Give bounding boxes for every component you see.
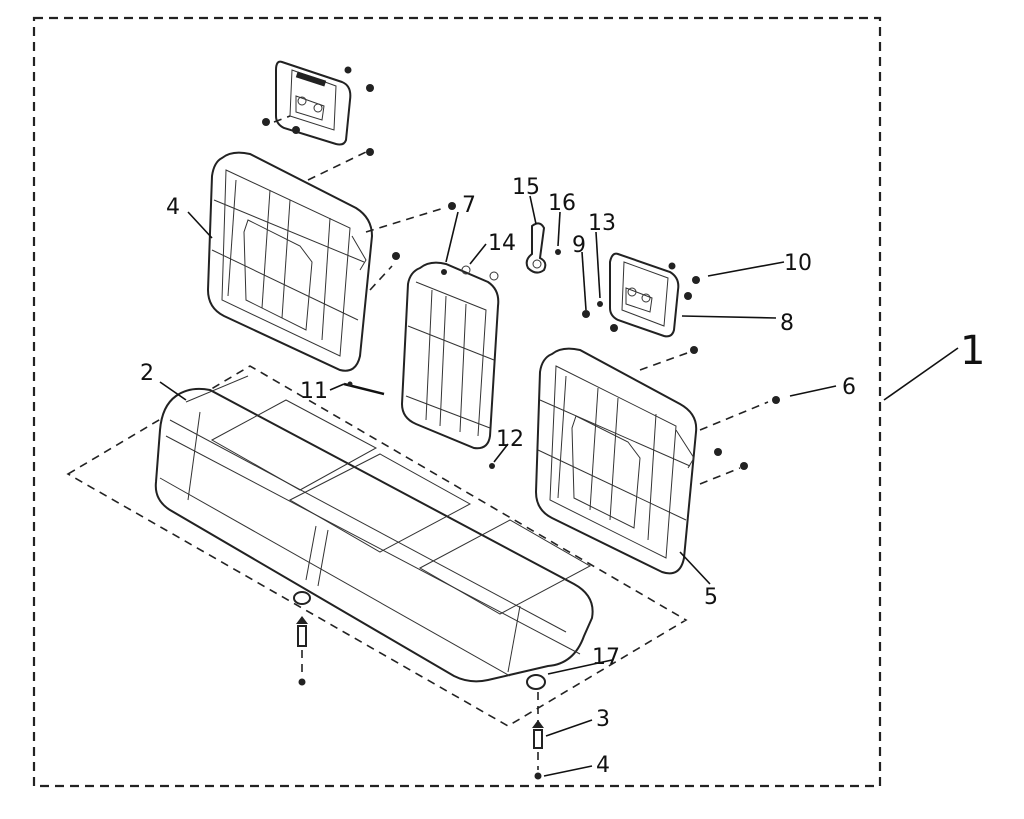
bottom-hardware-left <box>293 591 311 686</box>
backrest-right <box>534 347 698 575</box>
assembly-frame <box>32 16 882 788</box>
bottom-hardware-right <box>526 674 546 780</box>
seat-cushion <box>66 365 688 727</box>
leader-lines <box>159 195 959 777</box>
callout-headrest-right: 8 <box>780 311 794 336</box>
pin-11 <box>343 381 385 396</box>
callout-seat-cushion: 2 <box>140 361 154 386</box>
backrest-right-fasteners <box>699 396 780 485</box>
backrest-left <box>206 151 374 372</box>
headrest-left <box>275 60 352 146</box>
washers-14 <box>461 265 499 281</box>
callout-screw-right: 6 <box>842 375 856 400</box>
center-armrest <box>400 261 500 450</box>
headrest-right <box>609 252 680 338</box>
callout-part-16: 16 <box>548 191 576 216</box>
latch-15 <box>525 222 547 274</box>
callout-washer-14: 14 <box>488 231 516 256</box>
callout-nut: 4 <box>596 753 610 778</box>
pin-12 <box>489 463 495 469</box>
callout-bushing-17: 17 <box>592 645 620 670</box>
headrest-right-fasteners <box>582 262 700 371</box>
callout-latch-15: 15 <box>512 175 540 200</box>
headrest-left-fasteners <box>262 66 374 181</box>
callout-assembly: 1 <box>960 328 985 374</box>
callout-bolt-9: 9 <box>572 233 586 258</box>
backrest-left-fasteners <box>365 202 456 291</box>
screw-16 <box>555 249 561 255</box>
callout-bolt: 3 <box>596 707 610 732</box>
callout-pin-12: 12 <box>496 427 524 452</box>
callout-part-13: 13 <box>588 211 616 236</box>
callout-backrest-right: 5 <box>704 585 718 610</box>
callout-nut-10: 10 <box>784 251 812 276</box>
callout-center-armrest: 7 <box>462 193 476 218</box>
callout-pin-11: 11 <box>300 379 328 404</box>
callout-backrest-left: 4 <box>166 195 180 220</box>
